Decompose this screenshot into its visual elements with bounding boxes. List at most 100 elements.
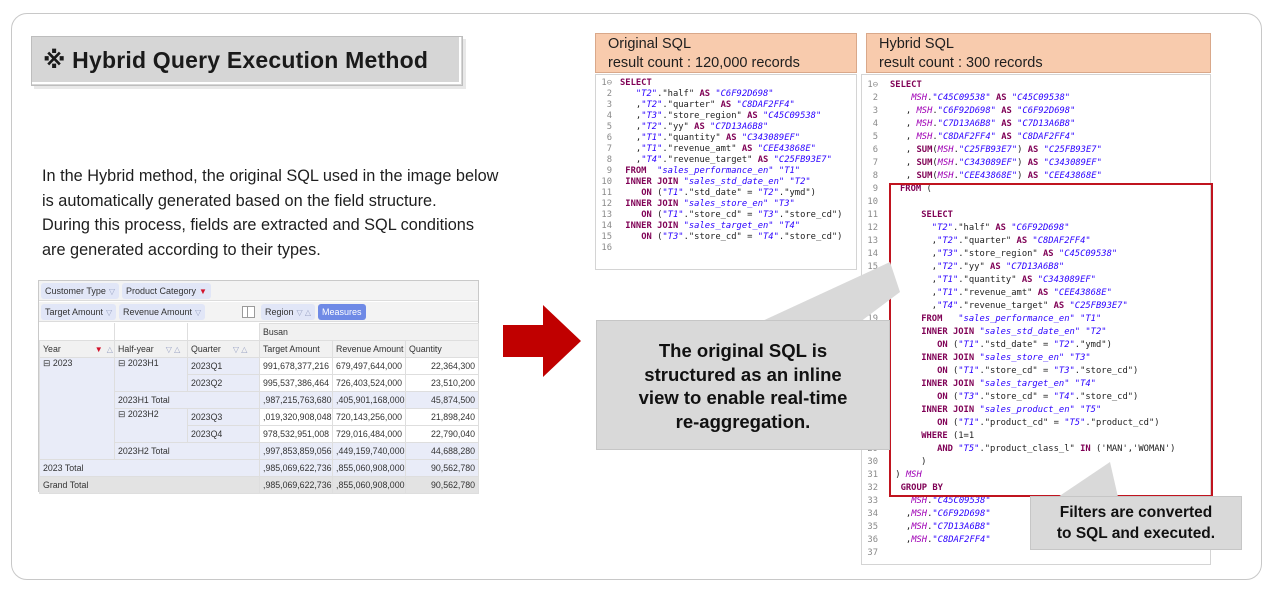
qty-cell: 23,510,200 [404,374,480,392]
qty-cell: 90,562,780 [404,459,480,477]
revenue-cell: 726,403,524,000 [332,374,406,392]
callout-line: structured as an inline [644,363,842,385]
qty-cell: 44,688,280 [404,442,480,460]
table-header-row: Year ▼△ Half-year ▽ △ Quarter ▽ △ Target Am… [39,340,480,358]
revenue-cell: ,855,060,908,000 [332,459,406,477]
chip-label: Customer Type [45,286,106,296]
filter-icon[interactable]: ▽ [106,308,113,317]
target-cell: ,997,853,859,056 [259,442,333,460]
values-bar: Target Amount▽ Revenue Amount▽ Region▽ △… [39,302,478,322]
revenue-cell: 679,497,644,000 [332,357,406,375]
filter-sort-icon[interactable]: ▽ △ [165,345,181,354]
revenue-cell: 720,143,256,000 [332,408,406,426]
subtotal-cell: 2023H1 Total [114,391,260,409]
hybrid-sql-header: Hybrid SQL result count : 300 records [866,33,1211,73]
col-header-quantity: Quantity [404,340,480,358]
target-cell: 995,537,386,464 [259,374,333,392]
col-header-revenue-amount: Revenue Amount [332,340,406,358]
quarter-cell: 2023Q3 [187,408,260,426]
revenue-cell: ,405,901,168,000 [332,391,406,409]
description-line: are generated according to their types. [42,240,321,259]
table-row: Busan [39,323,480,341]
chip-customer-type[interactable]: Customer Type▽ [41,283,120,299]
region-header: Busan [258,323,480,341]
quarter-cell: 2023Q4 [187,425,260,443]
page-title: ※ Hybrid Query Execution Method [43,47,429,73]
revenue-cell: 729,016,484,000 [332,425,406,443]
original-sql-count: result count : 120,000 records [608,55,800,71]
description: In the Hybrid method, the original SQL u… [42,164,562,262]
half-cell[interactable]: ⊟ 2023H1 [114,357,188,392]
half-cell[interactable]: ⊟ 2023H2 [114,408,188,443]
table-row: Grand Total ,985,069,622,736 ,855,060,90… [39,476,480,494]
filter-icon[interactable]: ▽ [195,308,202,317]
filter-sort-icon[interactable]: ▽ △ [296,308,312,317]
callout-line: Filters are converted [1059,504,1213,521]
filter-icon[interactable]: ▽ [108,287,116,296]
callout-line: re-aggregation. [675,410,811,432]
chip-label: Target Amount [45,307,104,317]
quarter-cell: 2023Q2 [187,374,260,392]
highlighted-inline-view [889,183,1213,497]
table-row: ⊟ 2023 ⊟ 2023H1 2023Q1 991,678,377,216 6… [39,357,480,460]
description-line: During this process, fields are extracte… [42,216,474,234]
chip-label: Revenue Amount [123,307,193,317]
header-label: Year [43,344,61,354]
qty-cell: 22,364,300 [404,357,480,375]
quarter-cell: 2023Q1 [187,357,260,375]
target-cell: 991,678,377,216 [259,357,333,375]
chip-label: Product Category [126,286,197,296]
hybrid-sql-title: Hybrid SQL [879,36,954,52]
pivot-table: Busan Year ▼△ Half-year ▽ △ Quarter ▽ △ Tar… [39,323,480,494]
filter-bar: Customer Type▽ Product Category▼ [39,281,478,301]
grand-total-cell: Grand Total [39,476,260,494]
chip-region[interactable]: Region▽ △ [261,304,316,320]
table-row: 2023H2 Total ,997,853,859,056 ,449,159,7… [40,442,480,460]
target-cell: ,019,320,908,048 [259,408,333,426]
original-sql-title: Original SQL [608,36,692,52]
total-cell: 2023 Total [39,459,260,477]
right-arrow-icon [503,305,581,377]
subtotal-cell: 2023H2 Total [114,442,260,460]
qty-cell: 90,562,780 [404,476,480,494]
title-box [31,36,463,86]
filter-sort-icon[interactable]: ▽ △ [232,345,248,354]
revenue-cell: ,449,159,740,000 [332,442,406,460]
table-row: 2023Q4 978,532,951,008 729,016,484,000 2… [40,425,480,443]
header-label: Half-year [118,344,154,354]
filter-active-icon[interactable]: ▼ [94,345,103,354]
year-cell[interactable]: ⊟ 2023 [39,357,115,460]
callout-line: The original SQL is [658,340,828,361]
header-label: Quarter [191,344,221,354]
qty-cell: 45,874,500 [404,391,480,409]
chip-revenue-amount[interactable]: Revenue Amount▽ [119,304,206,320]
qty-cell: 21,898,240 [404,408,480,426]
col-header-quarter[interactable]: Quarter ▽ △ [187,340,260,358]
chip-target-amount[interactable]: Target Amount▽ [41,304,117,320]
hybrid-sql-count: result count : 300 records [879,55,1043,71]
hybrid-sql-editor: 1⊖SELECT 2 MSH."C45C09538" AS "C45C09538… [861,74,1211,565]
col-header-year[interactable]: Year ▼△ [39,340,115,358]
target-cell: ,985,069,622,736 [259,459,333,477]
target-cell: ,985,069,622,736 [259,476,333,494]
target-cell: 978,532,951,008 [259,425,333,443]
callout-filters: Filters are converted to SQL and execute… [1030,496,1242,550]
col-header-half-year[interactable]: Half-year ▽ △ [114,340,188,358]
chip-product-category[interactable]: Product Category▼ [122,283,211,299]
layout-icon[interactable] [242,306,255,318]
filter-active-icon[interactable]: ▼ [199,287,207,296]
original-sql-header: Original SQL result count : 120,000 reco… [595,33,857,73]
description-line: is automatically generated based on the … [42,191,437,210]
col-header-target-amount: Target Amount [259,340,333,358]
chip-measures[interactable]: Measures [318,304,366,320]
qty-cell: 22,790,040 [404,425,480,443]
table-row: 2023Q2 995,537,386,464 726,403,524,000 2… [40,374,480,392]
target-cell: ,987,215,763,680 [259,391,333,409]
callout-line: view to enable real-time [638,387,848,408]
chip-label: Region [265,307,294,317]
sort-icon[interactable]: △ [106,345,113,354]
original-sql-editor: 1⊖SELECT 2 "T2"."half" AS "C6F92D698" 3 … [595,74,857,270]
revenue-cell: ,855,060,908,000 [332,476,406,494]
callout-line: to SQL and executed. [1056,525,1216,542]
callout-inline-view: The original SQL is structured as an inl… [596,320,890,450]
